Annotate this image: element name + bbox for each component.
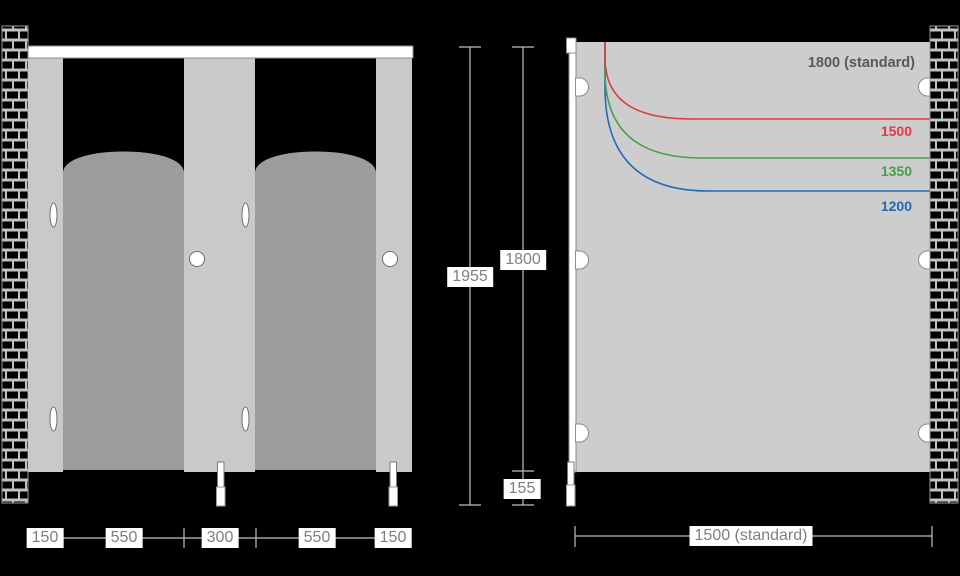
total-height-dim-label: 1955 xyxy=(447,267,493,287)
floor-clearance-dim-label: 155 xyxy=(503,479,541,499)
lock-knob-icon xyxy=(382,251,398,267)
headrail-section xyxy=(566,37,577,54)
width-dim-label-2: 550 xyxy=(105,528,143,548)
pilaster-edge xyxy=(568,41,577,473)
hinge-icon xyxy=(241,406,250,432)
height-option-label-1500: 1500 xyxy=(880,123,912,139)
height-curve-1500 xyxy=(604,42,932,120)
width-dim-label-1: 150 xyxy=(26,528,64,548)
width-dim-label-5: 150 xyxy=(374,528,412,548)
lock-knob-icon xyxy=(189,251,205,267)
brick-wall-left xyxy=(1,25,29,504)
panel-height-dim-label: 1800 xyxy=(500,250,546,270)
pilaster-left xyxy=(28,57,63,472)
height-curve-1200 xyxy=(604,42,932,192)
hinge-icon xyxy=(49,406,58,432)
panel-bracket-icons-right xyxy=(918,77,932,443)
pilaster-leg xyxy=(388,461,398,507)
door-panel-1 xyxy=(63,151,184,470)
height-option-label-1200: 1200 xyxy=(880,198,912,214)
depth-dim-label: 1500 (standard) xyxy=(689,526,813,546)
front-elevation xyxy=(1,25,414,548)
pilaster-leg xyxy=(216,461,226,507)
width-dim-label-4: 550 xyxy=(298,528,336,548)
height-option-label-1350: 1350 xyxy=(880,163,912,179)
side-panel-leg xyxy=(566,461,576,507)
hinge-icon xyxy=(241,202,250,228)
panel-bracket-icons-left xyxy=(575,77,589,443)
headrail xyxy=(27,45,414,59)
height-curve-1350 xyxy=(604,42,932,159)
side-panel xyxy=(576,42,932,472)
width-dim-label-3: 300 xyxy=(201,528,239,548)
height-option-label-1800: 1800 (standard) xyxy=(807,55,915,71)
side-elevation xyxy=(566,25,959,547)
door-panel-2 xyxy=(255,151,376,470)
brick-wall-right xyxy=(929,25,959,504)
hinge-icon xyxy=(49,202,58,228)
